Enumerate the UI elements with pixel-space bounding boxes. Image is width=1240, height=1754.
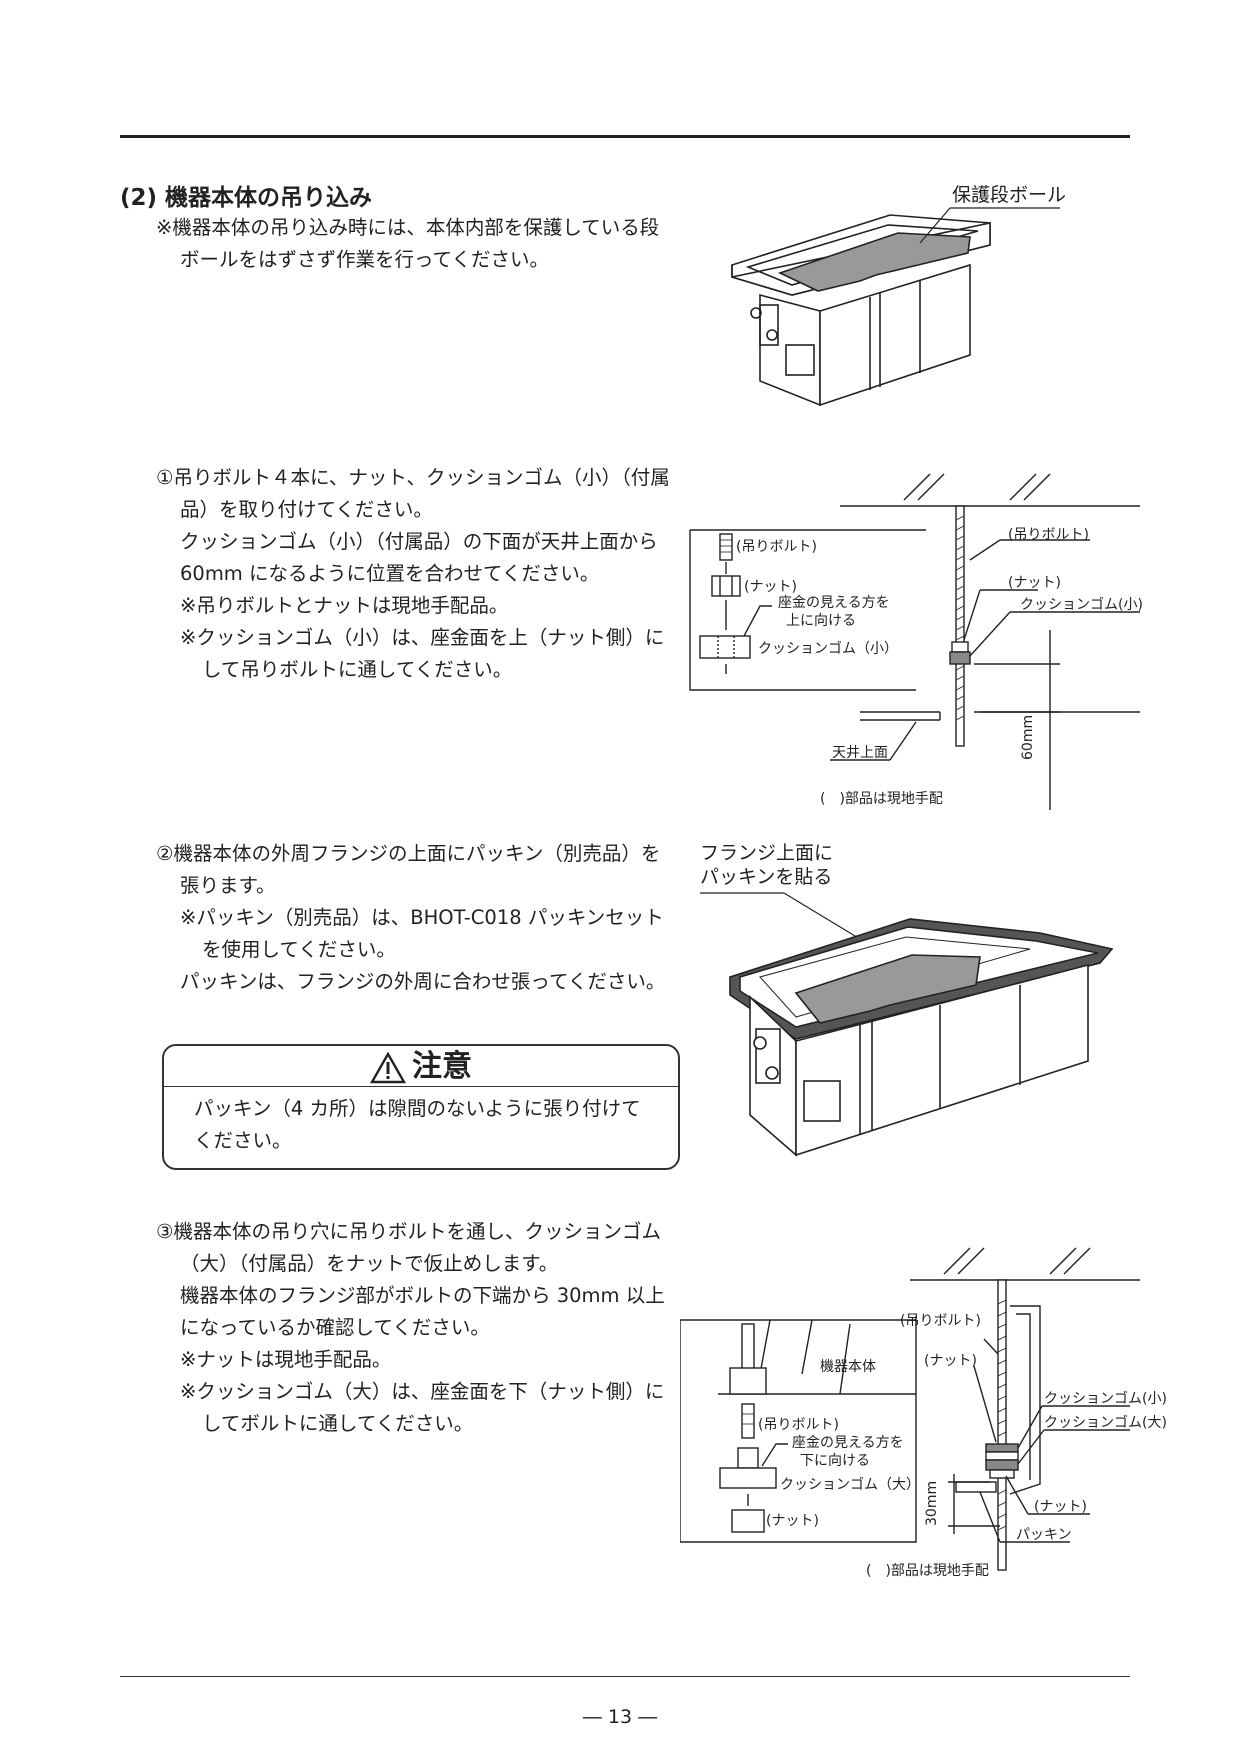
label-washer-note-2: 上に向ける (786, 613, 856, 629)
label-dim-60mm: 60mm (1020, 714, 1036, 760)
bottom-rule (120, 1676, 1130, 1677)
step3-line-4: ※クッションゴム（大）は、座金面を下（ナット側）にしてボルトに通してください。 (180, 1380, 665, 1435)
step1-line-3: ※吊りボルトとナットは現地手配品。 (180, 594, 509, 617)
step2-text: ②機器本体の外周フランジの上面にパッキン（別売品）を張ります。 ※パッキン（別売… (156, 838, 676, 998)
label-cushion-small: クッションゴム（小） (758, 641, 898, 657)
label-hanging-bolt: (吊りボルト) (736, 539, 817, 555)
label-hanging-bolt-right: (吊りボルト) (900, 1313, 981, 1329)
top-rule (120, 135, 1130, 138)
caution-box: 注意 パッキン（4 カ所）は隙間のないように張り付けてください。 (162, 1044, 680, 1170)
figure-unit-packing: フランジ上面に パッキンを貼る (700, 842, 1120, 1175)
label-cushion-small-right: クッションゴム(小) (1044, 1391, 1167, 1407)
unit-packing-drawing (700, 892, 1114, 1157)
step2-line-1: ②機器本体の外周フランジの上面にパッキン（別売品）を張ります。 (156, 842, 661, 897)
caution-title: 注意 (412, 1049, 472, 1084)
step3-text: ③機器本体の吊り穴に吊りボルトを通し、クッションゴム（大）（付属品）をナットで仮… (156, 1216, 676, 1440)
label-flange-top-2: パッキンを貼る (700, 866, 833, 888)
label-cushion-large-right: クッションゴム(大) (1044, 1415, 1167, 1431)
label-protective-cardboard: 保護段ボール (952, 184, 1067, 206)
step3-line-2: 機器本体のフランジ部がボルトの下端から 30mm 以上になっているか確認してくだ… (180, 1284, 665, 1339)
figure-bolt-install-1: (吊りボルト) (ナット) 座金の見える方を 上に向ける クッションゴム（小） … (680, 470, 1150, 810)
warning-triangle-icon (370, 1051, 406, 1083)
caution-body: パッキン（4 カ所）は隙間のないように張り付けてください。 (194, 1097, 641, 1152)
label-washer-note-1: 座金の見える方を (792, 1435, 904, 1451)
step1-line-2: クッションゴム（小）（付属品）の下面が天井上面から60mm になるように位置を合… (180, 530, 658, 585)
label-nut: (ナット) (766, 1513, 819, 1529)
label-site-parts-note: ( )部品は現地手配 (820, 791, 943, 807)
label-nut: (ナット) (744, 579, 797, 595)
step1-text: ①吊りボルト４本に、ナット、クッションゴム（小）（付属品）を取り付けてください。… (156, 462, 676, 686)
label-cushion-small-right: クッションゴム(小) (1020, 597, 1143, 613)
step2-line-2: ※パッキン（別売品）は、BHOT-C018 パッキンセットを使用してください。 (180, 906, 664, 961)
label-cushion-large: クッションゴム（大） (780, 1477, 920, 1493)
label-washer-note-2: 下に向ける (800, 1453, 870, 1469)
bolt-install-1-drawing (689, 473, 1140, 810)
unit-cardboard-drawing (731, 207, 1060, 407)
label-nut-right-2: (ナット) (1034, 1499, 1087, 1515)
label-hanging-bolt: (吊りボルト) (758, 1417, 839, 1433)
label-washer-note-1: 座金の見える方を (778, 595, 890, 611)
figure-bolt-install-2: (吊りボルト) 機器本体 (ナット) (吊りボルト) 座金の見える方を 下に向け… (679, 1244, 1167, 1580)
label-dim-30mm: 30mm (924, 1480, 940, 1526)
section-title: (2) 機器本体の吊り込み (120, 185, 373, 211)
figure-unit-cardboard: 保護段ボール (720, 184, 1120, 415)
step3-line-3: ※ナットは現地手配品。 (180, 1348, 392, 1371)
label-ceiling-top: 天井上面 (832, 745, 888, 761)
label-unit-body: 機器本体 (820, 1359, 876, 1375)
intro-note: ※機器本体の吊り込み時には、本体内部を保護している段ボールをはずさず作業を行って… (156, 216, 660, 271)
label-nut-right: (ナット) (924, 1353, 977, 1369)
label-site-parts-note: ( )部品は現地手配 (866, 1563, 989, 1579)
bolt-install-2-drawing (679, 1247, 1140, 1571)
label-flange-top-1: フランジ上面に (700, 842, 834, 864)
step1-line-1: ①吊りボルト４本に、ナット、クッションゴム（小）（付属品）を取り付けてください。 (156, 466, 670, 521)
page-number: ― 13 ― (582, 1706, 658, 1728)
step2-line-3: パッキンは、フランジの外周に合わせ張ってください。 (180, 970, 666, 993)
step3-line-1: ③機器本体の吊り穴に吊りボルトを通し、クッションゴム（大）（付属品）をナットで仮… (156, 1220, 661, 1275)
caution-header: 注意 (164, 1046, 678, 1087)
label-hanging-bolt-right: (吊りボルト) (1008, 527, 1089, 543)
step1-line-4: ※クッションゴム（小）は、座金面を上（ナット側）にして吊りボルトに通してください… (180, 626, 665, 681)
label-packing: パッキン (1016, 1527, 1072, 1543)
label-nut-right: (ナット) (1008, 575, 1061, 591)
